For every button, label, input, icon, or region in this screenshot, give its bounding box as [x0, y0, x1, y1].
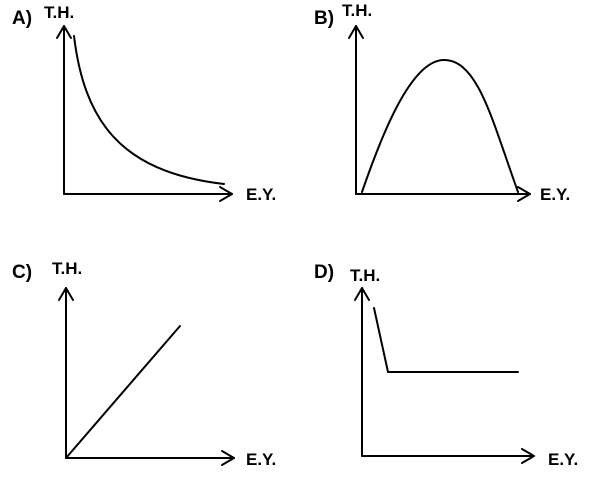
panel-d-curve: [373, 307, 519, 373]
panel-b-x-arrowhead: [517, 186, 531, 202]
panel-d: D) T.H. E.Y.: [314, 262, 578, 469]
panel-c-y-arrowhead: [58, 287, 74, 301]
panel-b-x-label: E.Y.: [540, 185, 570, 204]
panel-b: B) T.H. E.Y.: [314, 1, 570, 204]
panel-a-y-label: T.H.: [44, 3, 74, 22]
panel-c-y-label: T.H.: [52, 259, 82, 278]
panel-c-line: [65, 325, 181, 459]
panel-b-y-arrowhead: [348, 25, 364, 39]
panel-b-letter: B): [314, 8, 334, 29]
panel-a: A) T.H. E.Y.: [12, 3, 276, 204]
panel-a-x-label: E.Y.: [246, 185, 276, 204]
panel-d-x-arrowhead: [521, 448, 535, 464]
panel-a-x-arrowhead: [219, 186, 233, 202]
panel-c-x-label: E.Y.: [246, 450, 276, 469]
panel-d-y-label: T.H.: [350, 266, 380, 285]
panel-d-letter: D): [314, 262, 334, 283]
panel-c-x-arrowhead: [221, 450, 235, 466]
panel-a-curve: [73, 35, 225, 185]
panel-b-curve: [361, 59, 519, 193]
panel-d-y-arrowhead: [354, 287, 370, 301]
panel-c-letter: C): [12, 262, 32, 283]
panel-b-y-label: T.H.: [342, 1, 372, 20]
panel-c: C) T.H. E.Y.: [12, 259, 276, 469]
panel-d-x-label: E.Y.: [548, 450, 578, 469]
panel-a-y-arrowhead: [56, 25, 72, 39]
panel-a-letter: A): [12, 8, 32, 29]
